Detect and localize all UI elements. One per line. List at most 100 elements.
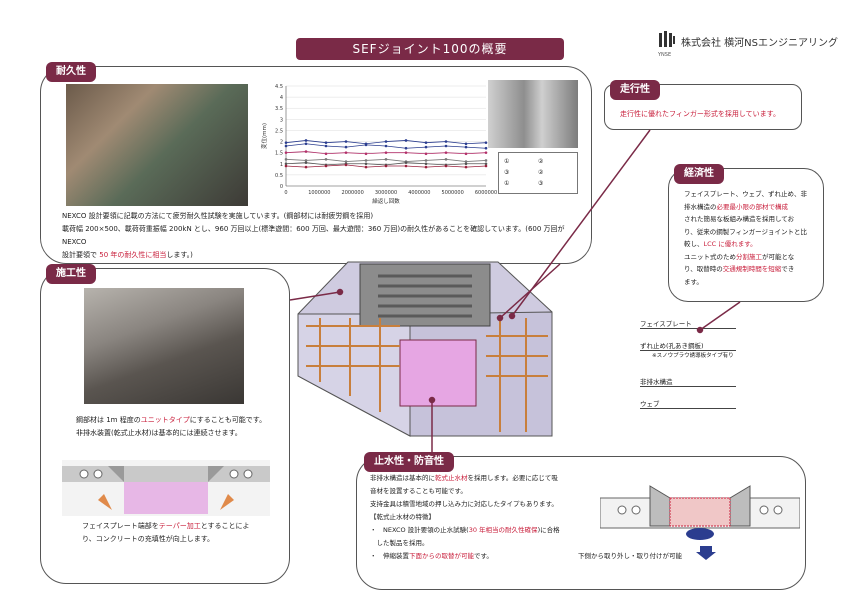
durability-tag: 耐久性 [46, 62, 96, 82]
text-segment: NEXCO 設計要領に記載の方法にて疲労耐久性試験を実施しています。(鋼部材には… [62, 212, 374, 220]
taper-diagram [62, 460, 270, 516]
text-line: ユニット式のため分割施工が可能とな [684, 251, 824, 264]
text-line: 鋼部材は 1m 程度のユニットタイプにすることも可能です。 [76, 414, 286, 427]
y-axis-label: 変位(mm) [260, 123, 268, 149]
label-stud-note: ※スノウプラウ誘導板タイプ有り [652, 353, 734, 359]
data-point [304, 139, 308, 142]
water-text: 非排水構造は基本的に乾式止水材を採用します。必要に応じて吸音材を設置することも可… [370, 472, 620, 563]
x-axis-label: 繰返し回数 [372, 197, 400, 205]
data-point [324, 144, 328, 148]
text-segment: でき [781, 265, 795, 273]
x-tick-label: 3000000 [375, 190, 397, 196]
data-point [464, 165, 468, 169]
highlight-text: 下面からの取替が可能 [409, 552, 474, 560]
water-tag: 止水性・防音性 [364, 452, 454, 472]
data-point [464, 152, 468, 156]
fatigue-test-photo [66, 84, 248, 206]
text-line: 支持金具は積雪地域の押し込み力に対応したタイプもあります。 [370, 498, 620, 511]
text-line: ます。 [684, 276, 824, 289]
text-segment: ユニット式のため [684, 252, 736, 261]
data-point [424, 159, 428, 162]
text-line: 非排水装置(乾式止水材)は基本的には連続させます。 [76, 427, 286, 440]
text-segment: り、コンクリートの充填性が向上します。 [82, 535, 215, 543]
data-point [304, 165, 308, 169]
data-point [424, 145, 428, 149]
y-tick-label: 4.5 [275, 84, 283, 90]
text-segment: した製品を採用。 [370, 539, 429, 547]
text-line: 非排水構造は基本的に乾式止水材を採用します。必要に応じて吸 [370, 472, 620, 485]
data-point [484, 146, 488, 150]
data-point [304, 150, 308, 153]
text-segment: を採用します。必要に応じて吸 [467, 474, 558, 482]
text-segment: 設計要領で [62, 251, 100, 259]
joint-section-figure [488, 80, 578, 148]
data-point [284, 162, 288, 166]
x-tick-label: 2000000 [342, 190, 364, 196]
travel-tag: 走行性 [610, 80, 660, 100]
y-tick-label: 0.5 [275, 173, 283, 179]
data-point [444, 164, 448, 168]
logo-subtext: YNSE [658, 52, 672, 58]
text-line: ・ 伸縮装置下面からの取替が可能です。 [370, 550, 620, 563]
data-point [444, 158, 448, 161]
data-point [404, 151, 408, 154]
unit-type-photo [84, 288, 244, 404]
text-segment: 非排水構造は基本的に [370, 474, 435, 482]
text-line: り、従来の鋼製フィンガージョイントと比 [684, 226, 824, 239]
data-point [384, 158, 388, 161]
construction-text: 鋼部材は 1m 程度のユニットタイプにすることも可能です。非排水装置(乾式止水材… [76, 414, 286, 440]
data-point [424, 165, 428, 169]
text-segment: 載荷幅 200×500、載荷荷重振幅 200kN とし、960 万回以上(標準遊… [62, 225, 565, 246]
data-point [484, 141, 488, 144]
text-segment: 支持金具は積雪地域の押し込み力に対応したタイプもあります。 [370, 500, 558, 508]
text-line: 設計要領で 50 年の耐久性に相当します。) [62, 249, 590, 262]
y-tick-label: 3.5 [275, 106, 283, 112]
data-point [484, 159, 488, 162]
highlight-text: 50 年の耐久性に相当 [99, 251, 167, 259]
text-line: フェイスプレート端部をテーパー加工とすることによ [82, 520, 288, 533]
company-logo: 株式会社 横河NSエンジニアリング YNSE [658, 30, 839, 58]
y-tick-label: 2.5 [275, 128, 283, 134]
data-point [404, 139, 408, 142]
data-point [404, 164, 408, 168]
text-segment: とすることによ [200, 522, 250, 530]
x-tick-label: 6000000 [475, 190, 497, 196]
text-segment: ・ NEXCO 設計要領の止水試験( [370, 526, 469, 534]
y-tick-label: 4 [280, 95, 283, 101]
text-segment: 排水構造の [684, 202, 717, 211]
data-point [324, 152, 328, 156]
data-point [484, 151, 488, 154]
data-point [464, 160, 468, 163]
data-point [484, 162, 488, 166]
data-point [364, 165, 368, 169]
data-point [464, 142, 468, 146]
legend-entry: ② [538, 169, 544, 176]
y-tick-label: 2 [280, 140, 283, 146]
highlight-text: 交通規制時間を短縮 [722, 265, 782, 273]
joint-3d-diagram [297, 261, 553, 437]
text-line: された簡易な板組み構造を採用してお [684, 213, 824, 226]
text-segment: 鋼部材は 1m 程度の [76, 416, 141, 424]
text-segment: り、取替時の [684, 265, 723, 273]
legend-entry: ③ [504, 169, 510, 176]
data-point [424, 162, 428, 166]
x-tick-label: 5000000 [442, 190, 464, 196]
text-segment: が可能とな [762, 252, 795, 261]
economy-panel [668, 168, 824, 302]
text-line: 載荷幅 200×500、載荷荷重振幅 200kN とし、960 万回以上(標準遊… [62, 223, 590, 249]
data-point [484, 164, 488, 168]
highlight-text: 分割施工 [736, 252, 762, 261]
text-segment: フェイスプレート端部を [82, 522, 159, 530]
x-tick-label: 1000000 [308, 190, 330, 196]
text-line: り、コンクリートの充填性が向上します。 [82, 533, 288, 546]
text-line: NEXCO 設計要領に記載の方法にて疲労耐久性試験を実施しています。(鋼部材には… [62, 210, 590, 223]
highlight-text: 必要最小限の部材で構成 [716, 202, 789, 211]
text-line: 排水構造の必要最小限の部材で構成 [684, 201, 824, 214]
data-point [444, 151, 448, 154]
text-segment: )に合格 [537, 526, 560, 534]
economy-tag: 経済性 [674, 164, 724, 184]
water-caption: 下側から取り外し・取り付けが可能 [578, 552, 682, 560]
text-line: した製品を採用。 [370, 537, 620, 550]
data-point [364, 162, 368, 166]
company-name: 株式会社 横河NSエンジニアリング [681, 37, 839, 49]
